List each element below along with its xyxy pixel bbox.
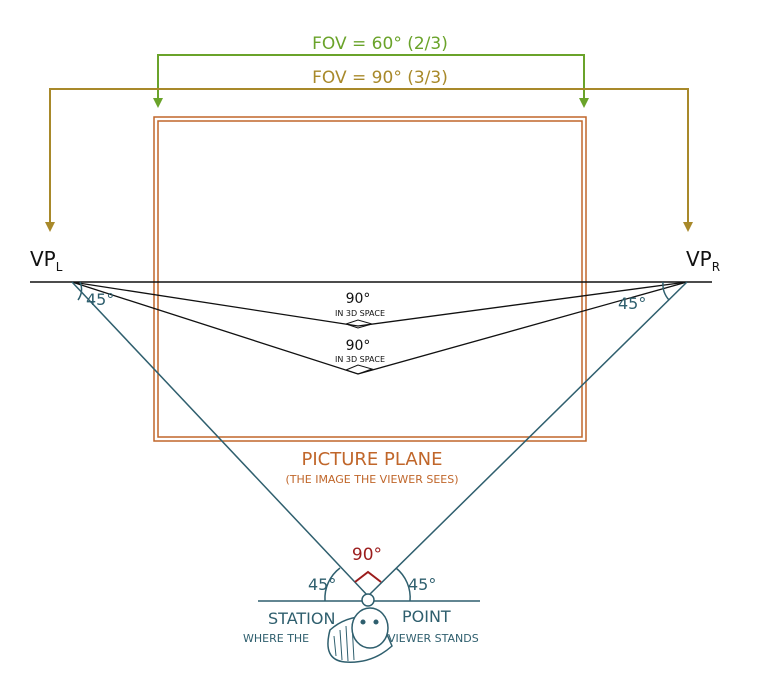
- angle-center-lower-note: IN 3D SPACE: [335, 355, 385, 364]
- angle-station-right: 45°: [408, 575, 436, 594]
- angle-center-lower: 90°: [346, 338, 371, 354]
- fov-90-bracket: [49, 88, 689, 228]
- angle-vp-left: 45°: [86, 290, 114, 309]
- vp-left-label: VPL: [30, 247, 63, 274]
- arrow-down-icon: [683, 222, 693, 232]
- angle-vp-right: 45°: [618, 294, 646, 313]
- angle-center-upper: 90°: [346, 291, 371, 307]
- arrow-down-icon: [45, 222, 55, 232]
- angle-station-top: 90°: [352, 545, 382, 565]
- point-label: POINT: [402, 607, 451, 626]
- station-label: STATION: [268, 609, 335, 628]
- picture-plane-title: PICTURE PLANE: [302, 449, 443, 470]
- viewer-figure-icon: [327, 593, 393, 663]
- arrow-down-icon: [153, 98, 163, 108]
- vp-right-label: VPR: [686, 247, 720, 274]
- picture-plane-subtitle: (THE IMAGE THE VIEWER SEES): [285, 473, 458, 486]
- viewer-stands-note: VIEWER STANDS: [388, 632, 479, 645]
- angle-station-left: 45°: [308, 575, 336, 594]
- where-the-note: WHERE THE: [243, 632, 309, 645]
- fov-90-label: FOV = 90° (3/3): [312, 68, 448, 88]
- right-angle-marker-station: [354, 570, 382, 583]
- fov-60-label: FOV = 60° (2/3): [312, 34, 448, 54]
- fov-60-bracket: [157, 54, 585, 104]
- arrow-down-icon: [579, 98, 589, 108]
- picture-plane-rect: [153, 116, 587, 442]
- angle-center-upper-note: IN 3D SPACE: [335, 309, 385, 318]
- right-angle-markers: [344, 319, 374, 375]
